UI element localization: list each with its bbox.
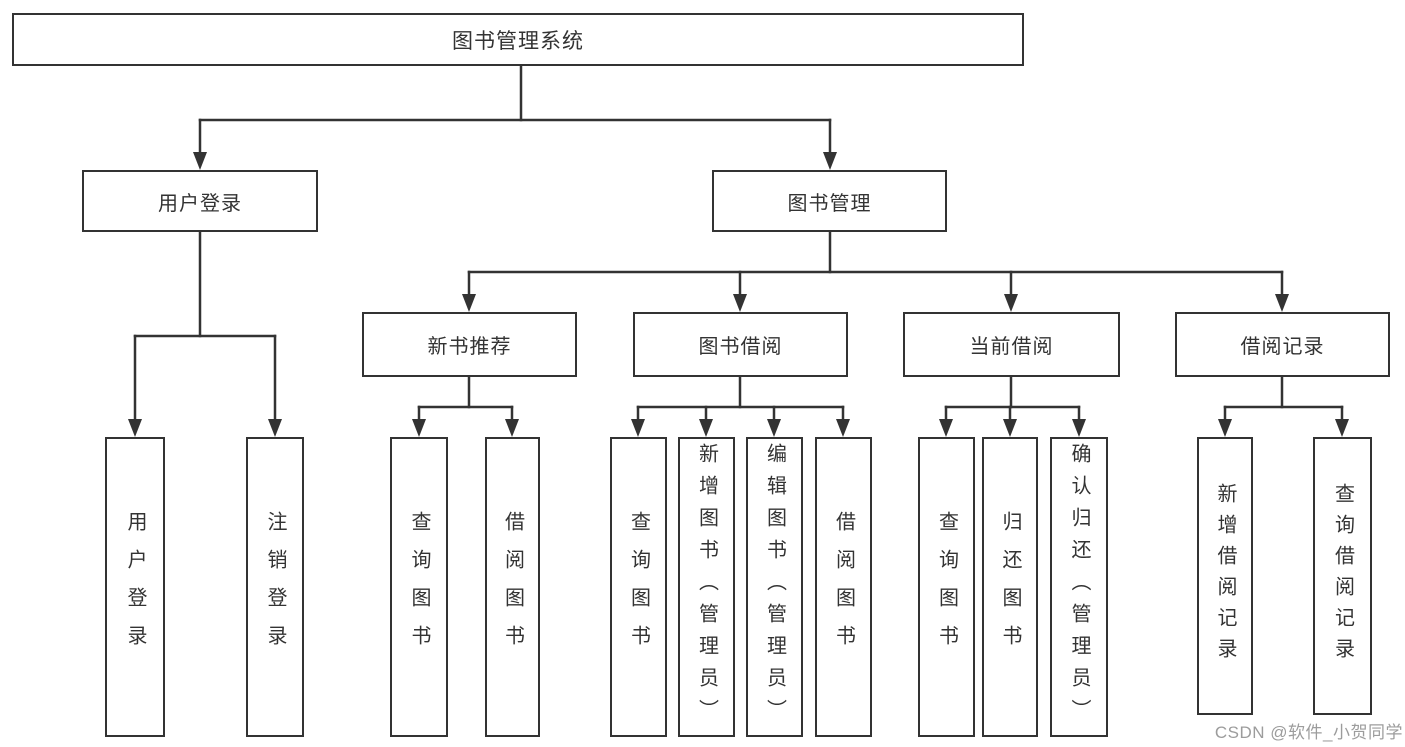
leaf-query-borrow-record: 查询借阅记录 xyxy=(1313,437,1372,715)
node-book-management: 图书管理 xyxy=(712,170,947,232)
leaf-label: 查询借阅记录 xyxy=(1331,483,1354,669)
node-label: 图书管理系统 xyxy=(452,29,584,53)
node-new-book-recommendation: 新书推荐 xyxy=(362,312,577,377)
node-label: 新书推荐 xyxy=(427,336,512,358)
node-book-borrowing: 图书借阅 xyxy=(633,312,848,377)
leaf-borrow-book-recommend: 借阅图书 xyxy=(485,437,540,737)
leaf-label: 新增借阅记录 xyxy=(1214,483,1236,669)
leaf-label: 借阅图书 xyxy=(501,511,524,663)
node-borrowing-records: 借阅记录 xyxy=(1175,312,1390,377)
leaf-user-login: 用户登录 xyxy=(105,437,165,737)
leaf-confirm-return-admin: 确认归还（管理员） xyxy=(1050,437,1108,737)
leaf-logout: 注销登录 xyxy=(246,437,304,737)
leaf-label: 新增图书（管理员） xyxy=(695,443,718,731)
leaf-label: 用户登录 xyxy=(124,511,146,663)
node-current-borrowing: 当前借阅 xyxy=(903,312,1120,377)
arrowheads xyxy=(128,152,1349,437)
leaf-borrow-book-borrowing: 借阅图书 xyxy=(815,437,872,737)
leaf-query-book-borrowing: 查询图书 xyxy=(610,437,667,737)
node-label: 用户登录 xyxy=(158,192,242,215)
leaf-label: 编辑图书（管理员） xyxy=(763,443,786,731)
leaf-label: 借阅图书 xyxy=(832,511,855,663)
leaf-query-book-recommend: 查询图书 xyxy=(390,437,448,737)
leaf-edit-book-admin: 编辑图书（管理员） xyxy=(746,437,803,737)
leaf-label: 注销登录 xyxy=(264,511,286,663)
node-label: 图书管理 xyxy=(787,192,872,215)
leaf-add-book-admin: 新增图书（管理员） xyxy=(678,437,735,737)
leaf-label: 查询图书 xyxy=(935,511,958,663)
node-library-management-system: 图书管理系统 xyxy=(12,13,1024,66)
csdn-watermark: CSDN @软件_小贺同学 xyxy=(1214,723,1403,742)
leaf-label: 确认归还（管理员） xyxy=(1068,443,1090,731)
leaf-add-borrow-record: 新增借阅记录 xyxy=(1197,437,1253,715)
leaf-query-book-current: 查询图书 xyxy=(918,437,975,737)
leaf-return-book: 归还图书 xyxy=(982,437,1038,737)
node-user-login: 用户登录 xyxy=(82,170,318,232)
leaf-label: 查询图书 xyxy=(627,511,650,663)
node-label: 借阅记录 xyxy=(1240,336,1325,358)
leaf-label: 归还图书 xyxy=(999,511,1021,663)
node-label: 当前借阅 xyxy=(969,336,1054,358)
leaf-label: 查询图书 xyxy=(408,511,430,663)
node-label: 图书借阅 xyxy=(698,336,783,358)
